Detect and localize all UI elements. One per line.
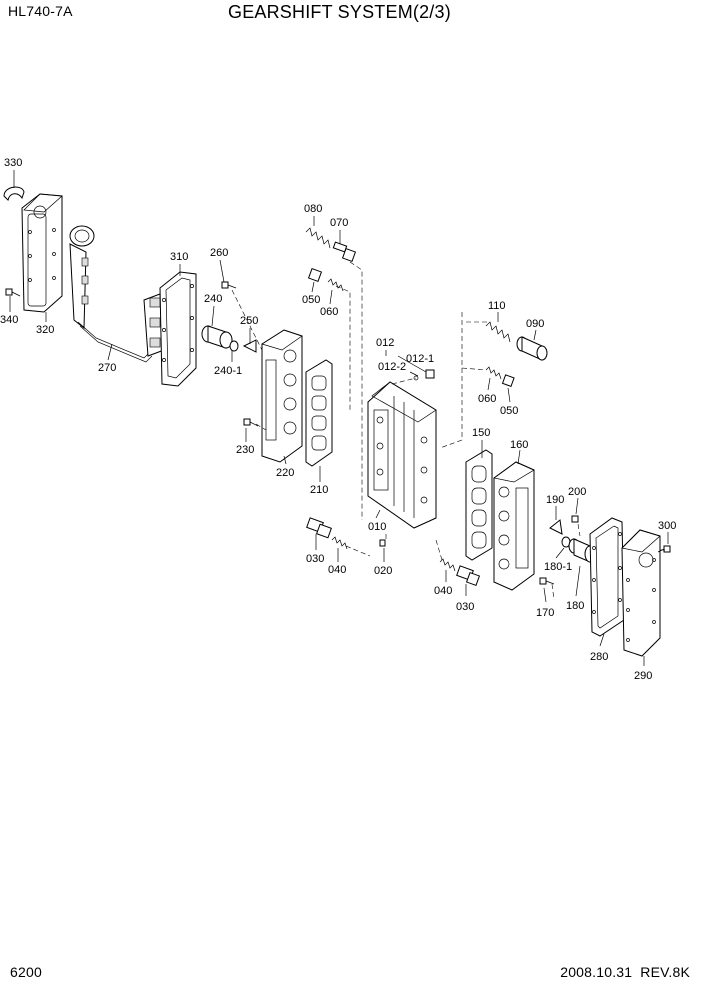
part-310-gasket (159, 271, 197, 387)
callout-020: 020 (374, 565, 392, 577)
part-330-clip (3, 186, 25, 201)
part-020-plug (379, 539, 386, 547)
part-040-spring-b (439, 558, 456, 572)
part-050-plug-a (307, 267, 323, 283)
part-050-plug-b (501, 374, 515, 388)
callout-080: 080 (304, 203, 322, 215)
leader-lines (9, 170, 669, 666)
callout-190: 190 (546, 494, 564, 506)
revision-info: 2008.10.31 REV.8K (560, 964, 690, 980)
callout-340: 340 (0, 314, 18, 326)
callout-010: 010 (368, 521, 386, 533)
part-200-screw (571, 515, 579, 523)
callout-300: 300 (658, 520, 676, 532)
part-290-cover (621, 529, 661, 657)
callout-310: 310 (170, 251, 188, 263)
page-title: GEARSHIFT SYSTEM(2/3) (228, 2, 451, 22)
callout-030-a: 030 (306, 553, 324, 565)
part-150-plate (465, 449, 493, 561)
part-012-fitting (413, 369, 435, 381)
callout-260: 260 (210, 247, 228, 259)
callout-040-b: 040 (434, 585, 452, 597)
callout-050-a: 050 (302, 294, 320, 306)
callout-090: 090 (526, 318, 544, 330)
part-040-spring-a (331, 536, 348, 550)
callout-270: 270 (98, 362, 116, 374)
part-220-valve-body (261, 329, 303, 463)
part-210-plate (305, 359, 333, 467)
callout-070: 070 (330, 217, 348, 229)
callout-180-1: 180-1 (544, 561, 572, 573)
assembly-lines (231, 261, 666, 601)
callout-160: 160 (510, 439, 528, 451)
part-280-gasket (589, 517, 625, 637)
callout-330: 330 (4, 157, 22, 169)
part-080-spring (305, 227, 331, 249)
callout-230: 230 (236, 444, 254, 456)
part-190-clip (549, 519, 563, 535)
part-110-spring (485, 321, 511, 343)
callout-240: 240 (204, 293, 222, 305)
callout-labels: 330 340 320 270 310 260 240 250 240-1 23… (0, 157, 676, 682)
callout-040-a: 040 (328, 564, 346, 576)
part-230-bolt (243, 418, 259, 427)
part-340-bolt (5, 288, 21, 297)
callout-050-b: 050 (500, 405, 518, 417)
callout-200: 200 (568, 486, 586, 498)
revision-code: REV.8K (640, 964, 690, 980)
callout-012-1: 012-1 (406, 353, 434, 365)
callout-320: 320 (36, 324, 54, 336)
callout-280: 280 (590, 651, 608, 663)
part-060-spring-a (327, 278, 344, 292)
callout-110: 110 (488, 300, 506, 312)
callout-220: 220 (276, 467, 294, 479)
callout-240-1: 240-1 (214, 365, 242, 377)
part-030-plunger-b (456, 565, 481, 587)
callout-012: 012 (376, 337, 394, 349)
part-170-bolt (539, 577, 555, 585)
callout-150: 150 (472, 427, 490, 439)
callout-210: 210 (310, 484, 328, 496)
callout-030-b: 030 (456, 601, 474, 613)
callout-250: 250 (240, 315, 258, 327)
part-240-solenoid (201, 325, 239, 352)
part-320-cover (21, 193, 63, 313)
callout-170: 170 (536, 607, 554, 619)
model-number: HL740-7A (8, 3, 73, 19)
part-070-plunger (332, 241, 357, 263)
callout-180: 180 (566, 600, 584, 612)
part-160-valve-body (493, 461, 535, 591)
part-090-plunger (516, 336, 548, 361)
part-030-plunger-a (306, 517, 332, 539)
part-060-spring-b (485, 366, 502, 380)
page-number: 6200 (10, 964, 42, 980)
part-270-harness (69, 225, 165, 363)
callout-060-a: 060 (320, 306, 338, 318)
callout-290: 290 (634, 670, 652, 682)
callout-012-2: 012-2 (378, 361, 406, 373)
callout-060-b: 060 (478, 393, 496, 405)
part-260-screw (221, 281, 237, 289)
revision-date: 2008.10.31 (560, 964, 633, 980)
part-010-main-body (367, 381, 437, 529)
part-300-bolt (657, 545, 671, 553)
